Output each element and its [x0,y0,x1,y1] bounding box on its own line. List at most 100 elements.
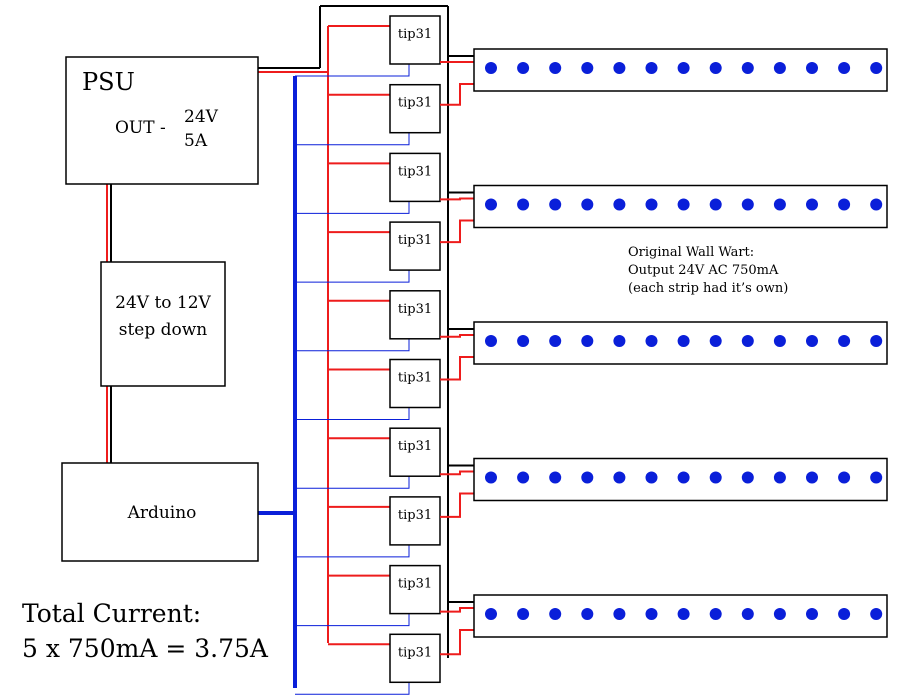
transistor-label: tip31 [398,233,432,248]
transistor: tip31 [295,564,441,627]
led-strip [440,48,888,106]
transistor-label: tip31 [398,439,432,454]
led-strip-group [440,48,888,656]
led-dot [741,198,754,211]
stepdown-line1: 24V to 12V [115,293,211,313]
led-strip [440,594,888,656]
led-dot [838,608,851,620]
led-dot [773,335,786,347]
led-dot [645,62,658,74]
led-dot [870,608,883,620]
arduino-block: Arduino [61,462,259,562]
led-dot [517,62,530,74]
led-dot [741,608,754,620]
note-line2: Output 24V AC 750mA [628,263,779,278]
stepdown-box [100,261,226,387]
transistor-box [389,152,441,203]
led-strip [440,321,888,381]
transistor-box [389,83,441,134]
led-dot [677,198,690,211]
led-dot [870,335,883,347]
transistor-box [389,496,441,546]
transistor: tip31 [295,496,441,558]
led-dot [485,62,497,74]
led-dot [581,62,594,74]
strip-feed-wire-b [440,219,474,244]
led-dot [870,198,883,211]
transistor-label: tip31 [398,577,432,592]
led-dot [581,608,594,620]
led-dot [806,62,818,74]
transistor: tip31 [295,427,441,489]
transistor-base-wire [295,407,410,420]
psu-stepdown-wires [106,184,112,463]
psu-current: 5A [184,131,208,151]
transistor-label: tip31 [398,302,432,317]
led-dot [709,471,722,484]
psu-box [65,56,259,185]
led-dot [645,608,658,620]
transistor: tip31 [295,633,441,695]
psu-output-wires [258,5,448,73]
led-dot [645,198,658,211]
led-dot [549,471,562,484]
strip-feed-wire-a [440,607,474,613]
led-dot [741,471,754,484]
strip-feed-wire-a [440,197,474,201]
stepdown-line2: step down [119,320,208,340]
total-current: Total Current: 5 x 750mA = 3.75A [22,599,269,663]
led-dot [613,471,626,484]
led-dot [613,335,626,347]
transistor-box [389,427,441,477]
transistor-base-wire [295,613,410,627]
arduino-label: Arduino [127,503,197,523]
strip-feed-wire-b [440,83,474,106]
led-dot [549,335,562,347]
led-dot [773,608,786,620]
led-dot [677,335,690,347]
transistor-label: tip31 [398,96,432,111]
strip-feed-wire-a [440,470,474,476]
led-dot [581,198,594,211]
led-dot [677,471,690,484]
led-dot [485,198,497,211]
transistor-label: tip31 [398,645,432,660]
psu-block: PSU OUT - 24V 5A [65,56,259,185]
led-dot [709,198,722,211]
note-line1: Original Wall Wart: [628,245,754,260]
transistor-group: tip31 tip31 tip31 tip31 tip31 tip31 tip31 tip31… [295,15,441,695]
led-dot [838,198,851,211]
total-line1: Total Current: [22,599,201,628]
led-strip [440,184,888,244]
led-dot [613,62,626,74]
transistor: tip31 [295,152,441,214]
led-dot [517,198,530,211]
led-dot [806,198,818,211]
transistor: tip31 [295,15,441,77]
led-dot [741,62,754,74]
transistor-label: tip31 [398,371,432,386]
psu-voltage: 24V [184,107,219,127]
transistor-base-wire [295,544,410,558]
transistor-label: tip31 [398,508,432,523]
led-dot [677,608,690,620]
strip-feed-wire-a [440,334,474,338]
led-dot [870,62,883,74]
transistor-base-wire [295,476,410,489]
transistor-box [389,633,441,684]
transistor: tip31 [295,358,441,420]
strip-feed-wire-b [440,492,474,518]
stepdown-block: 24V to 12V step down [100,261,226,387]
led-dot [549,198,562,211]
led-dot [773,198,786,211]
note-line3: (each strip had it’s own) [628,281,788,296]
led-dot [773,471,786,484]
strip-feed-wire-b [440,629,474,656]
led-dot [806,335,818,347]
led-dot [613,608,626,620]
led-dot [517,608,530,620]
led-dot [870,471,883,484]
transistor: tip31 [295,290,441,352]
wall-wart-note: Original Wall Wart: Output 24V AC 750mA … [628,245,788,296]
